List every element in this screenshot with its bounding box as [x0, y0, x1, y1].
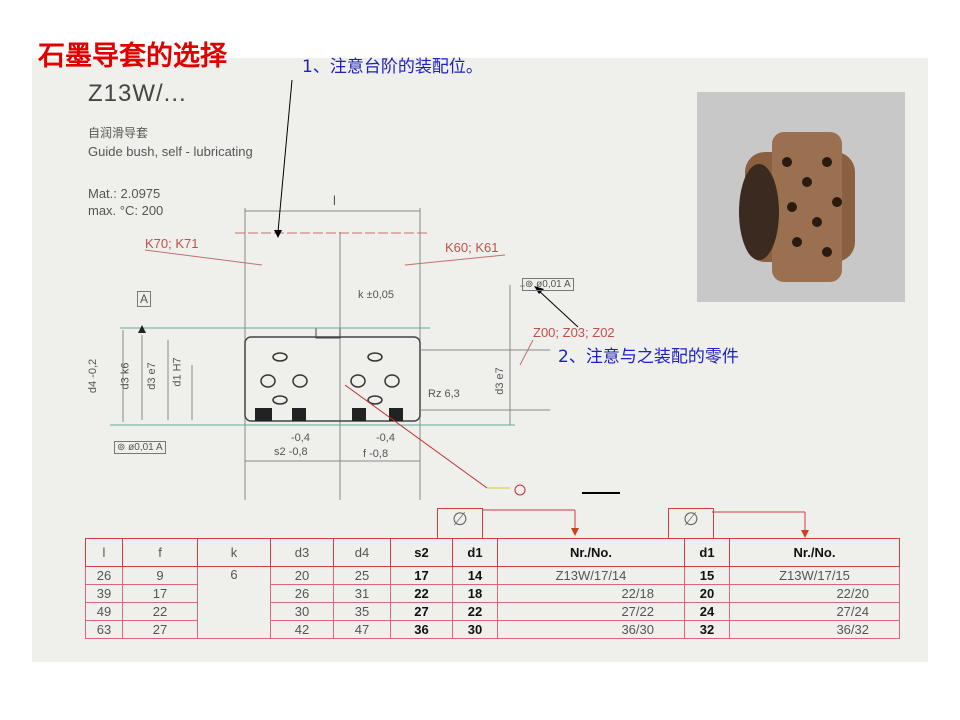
cell: Z13W/17/14	[497, 566, 685, 585]
cell: 6	[197, 566, 271, 639]
slide-title: 石墨导套的选择	[38, 41, 227, 72]
header-k: k	[197, 538, 271, 567]
label-k70: K70; K71	[145, 236, 199, 251]
cell: 27/24	[729, 602, 900, 621]
cell: 27	[122, 620, 198, 639]
cell: 30	[452, 620, 498, 639]
cell: 49	[85, 602, 123, 621]
dim-k: k ±0,05	[358, 289, 395, 301]
cell: 30	[270, 602, 334, 621]
cell: 25	[333, 566, 391, 585]
cell: 22	[452, 602, 498, 621]
dim-d3e7-right: d3 e7	[493, 367, 506, 395]
max-temp: max. °C: 200	[88, 203, 164, 218]
cell: 42	[270, 620, 334, 639]
cell: 17	[122, 584, 198, 603]
cell: 18	[452, 584, 498, 603]
cell: 35	[333, 602, 391, 621]
roughness: Rz 6,3	[428, 388, 460, 400]
cell: 20	[684, 584, 730, 603]
tolerance-frame-left: ⊚ ø0,01 A	[114, 441, 166, 454]
label-k60: K60; K61	[445, 240, 499, 255]
dim-l: l	[333, 193, 336, 208]
cell: 14	[452, 566, 498, 585]
header-d4: d4	[333, 538, 391, 567]
dim-s2: s2 -0,8	[274, 446, 308, 458]
cell: 24	[684, 602, 730, 621]
datum-a: A	[137, 291, 152, 307]
dim-d3e7: d3 e7	[145, 362, 158, 390]
product-name-cn: 自润滑导套	[88, 126, 149, 140]
cell: 15	[684, 566, 730, 585]
cell: 27/22	[497, 602, 685, 621]
diameter-header-1: ∅	[437, 508, 483, 539]
cell: Z13W/17/15	[729, 566, 900, 585]
header-d3: d3	[270, 538, 334, 567]
cell: 36/32	[729, 620, 900, 639]
header-l: l	[85, 538, 123, 567]
cell: 22/20	[729, 584, 900, 603]
label-z00: Z00; Z03; Z02	[533, 325, 615, 340]
dim-f: f -0,8	[363, 448, 389, 460]
material: Mat.: 2.0975	[88, 186, 161, 201]
cell: 36	[390, 620, 453, 639]
bush-image	[739, 132, 855, 282]
header-d1-2: d1	[684, 538, 730, 567]
cell: 27	[390, 602, 453, 621]
cell: 31	[333, 584, 391, 603]
cell: 26	[270, 584, 334, 603]
cell: 22/18	[497, 584, 685, 603]
cell: 22	[122, 602, 198, 621]
product-photo	[697, 92, 905, 302]
cell: 47	[333, 620, 391, 639]
dim-f-upper: -0,4	[376, 432, 395, 444]
cell: 32	[684, 620, 730, 639]
header-nr-2: Nr./No.	[729, 538, 900, 567]
cell: 36/30	[497, 620, 685, 639]
dim-d1h7: d1 H7	[171, 357, 184, 387]
product-name-en: Guide bush, self - lubricating	[88, 144, 253, 159]
table-header-row: l f k d3 d4 s2 d1 Nr./No. d1 Nr./No.	[85, 538, 900, 567]
cell: 22	[390, 584, 453, 603]
header-d1: d1	[452, 538, 498, 567]
note-2: 2、注意与之装配的零件	[558, 347, 739, 367]
dim-s2-upper: -0,4	[291, 432, 310, 444]
cell: 26	[85, 566, 123, 585]
cell: 17	[390, 566, 453, 585]
header-f: f	[122, 538, 198, 567]
dim-d3k6: d3 k6	[119, 362, 132, 390]
cell: 20	[270, 566, 334, 585]
cell: 9	[122, 566, 198, 585]
product-code: Z13W/...	[88, 80, 187, 107]
cell: 39	[85, 584, 123, 603]
diameter-header-2: ∅	[668, 508, 714, 539]
cell: 63	[85, 620, 123, 639]
header-nr: Nr./No.	[497, 538, 685, 567]
header-s2: s2	[390, 538, 453, 567]
dim-d4: d4 -0,2	[87, 358, 100, 394]
note-1: 1、注意台阶的装配位。	[302, 57, 483, 77]
tolerance-frame-right: ⊚ ø0,01 A	[522, 278, 574, 291]
